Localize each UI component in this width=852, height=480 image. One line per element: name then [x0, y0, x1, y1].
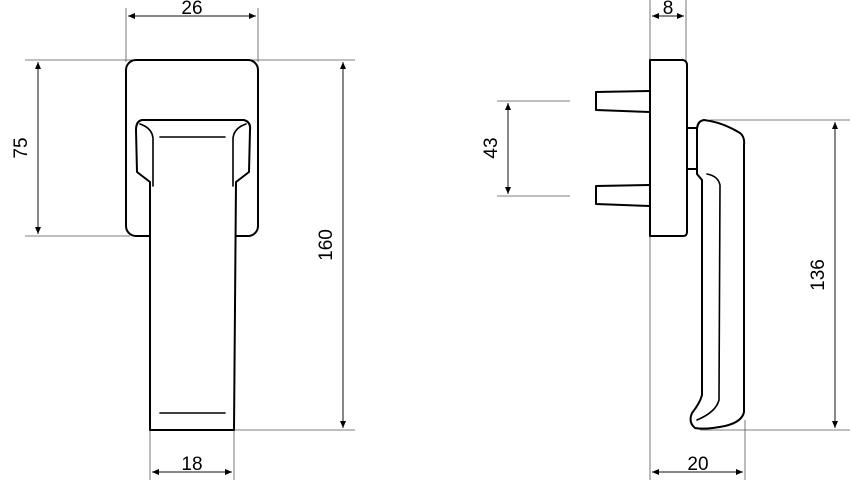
dimension-26: 26 [128, 0, 256, 19]
pin-top [595, 90, 651, 113]
dimension-8: 8 [652, 0, 684, 19]
svg-text:26: 26 [181, 0, 202, 19]
handle-grip [135, 119, 252, 431]
dimension-20: 20 [652, 454, 743, 475]
svg-text:8: 8 [663, 0, 674, 19]
side-view: 8 43 136 20 [481, 0, 850, 480]
dimension-18: 18 [152, 454, 232, 475]
svg-text:160: 160 [316, 229, 337, 261]
front-view: 26 75 160 18 [11, 0, 355, 480]
dimension-43: 43 [481, 103, 511, 194]
svg-text:75: 75 [11, 137, 32, 158]
svg-text:43: 43 [481, 137, 502, 158]
svg-text:136: 136 [808, 259, 829, 291]
dimension-160: 160 [316, 62, 346, 428]
base-plate [649, 59, 688, 237]
handle-side [689, 119, 746, 430]
svg-text:18: 18 [181, 454, 202, 475]
dimension-136: 136 [808, 122, 838, 428]
pin-bottom [595, 184, 651, 207]
spindle-neck [686, 127, 698, 170]
dimension-75: 75 [11, 62, 41, 234]
svg-text:20: 20 [687, 454, 708, 475]
